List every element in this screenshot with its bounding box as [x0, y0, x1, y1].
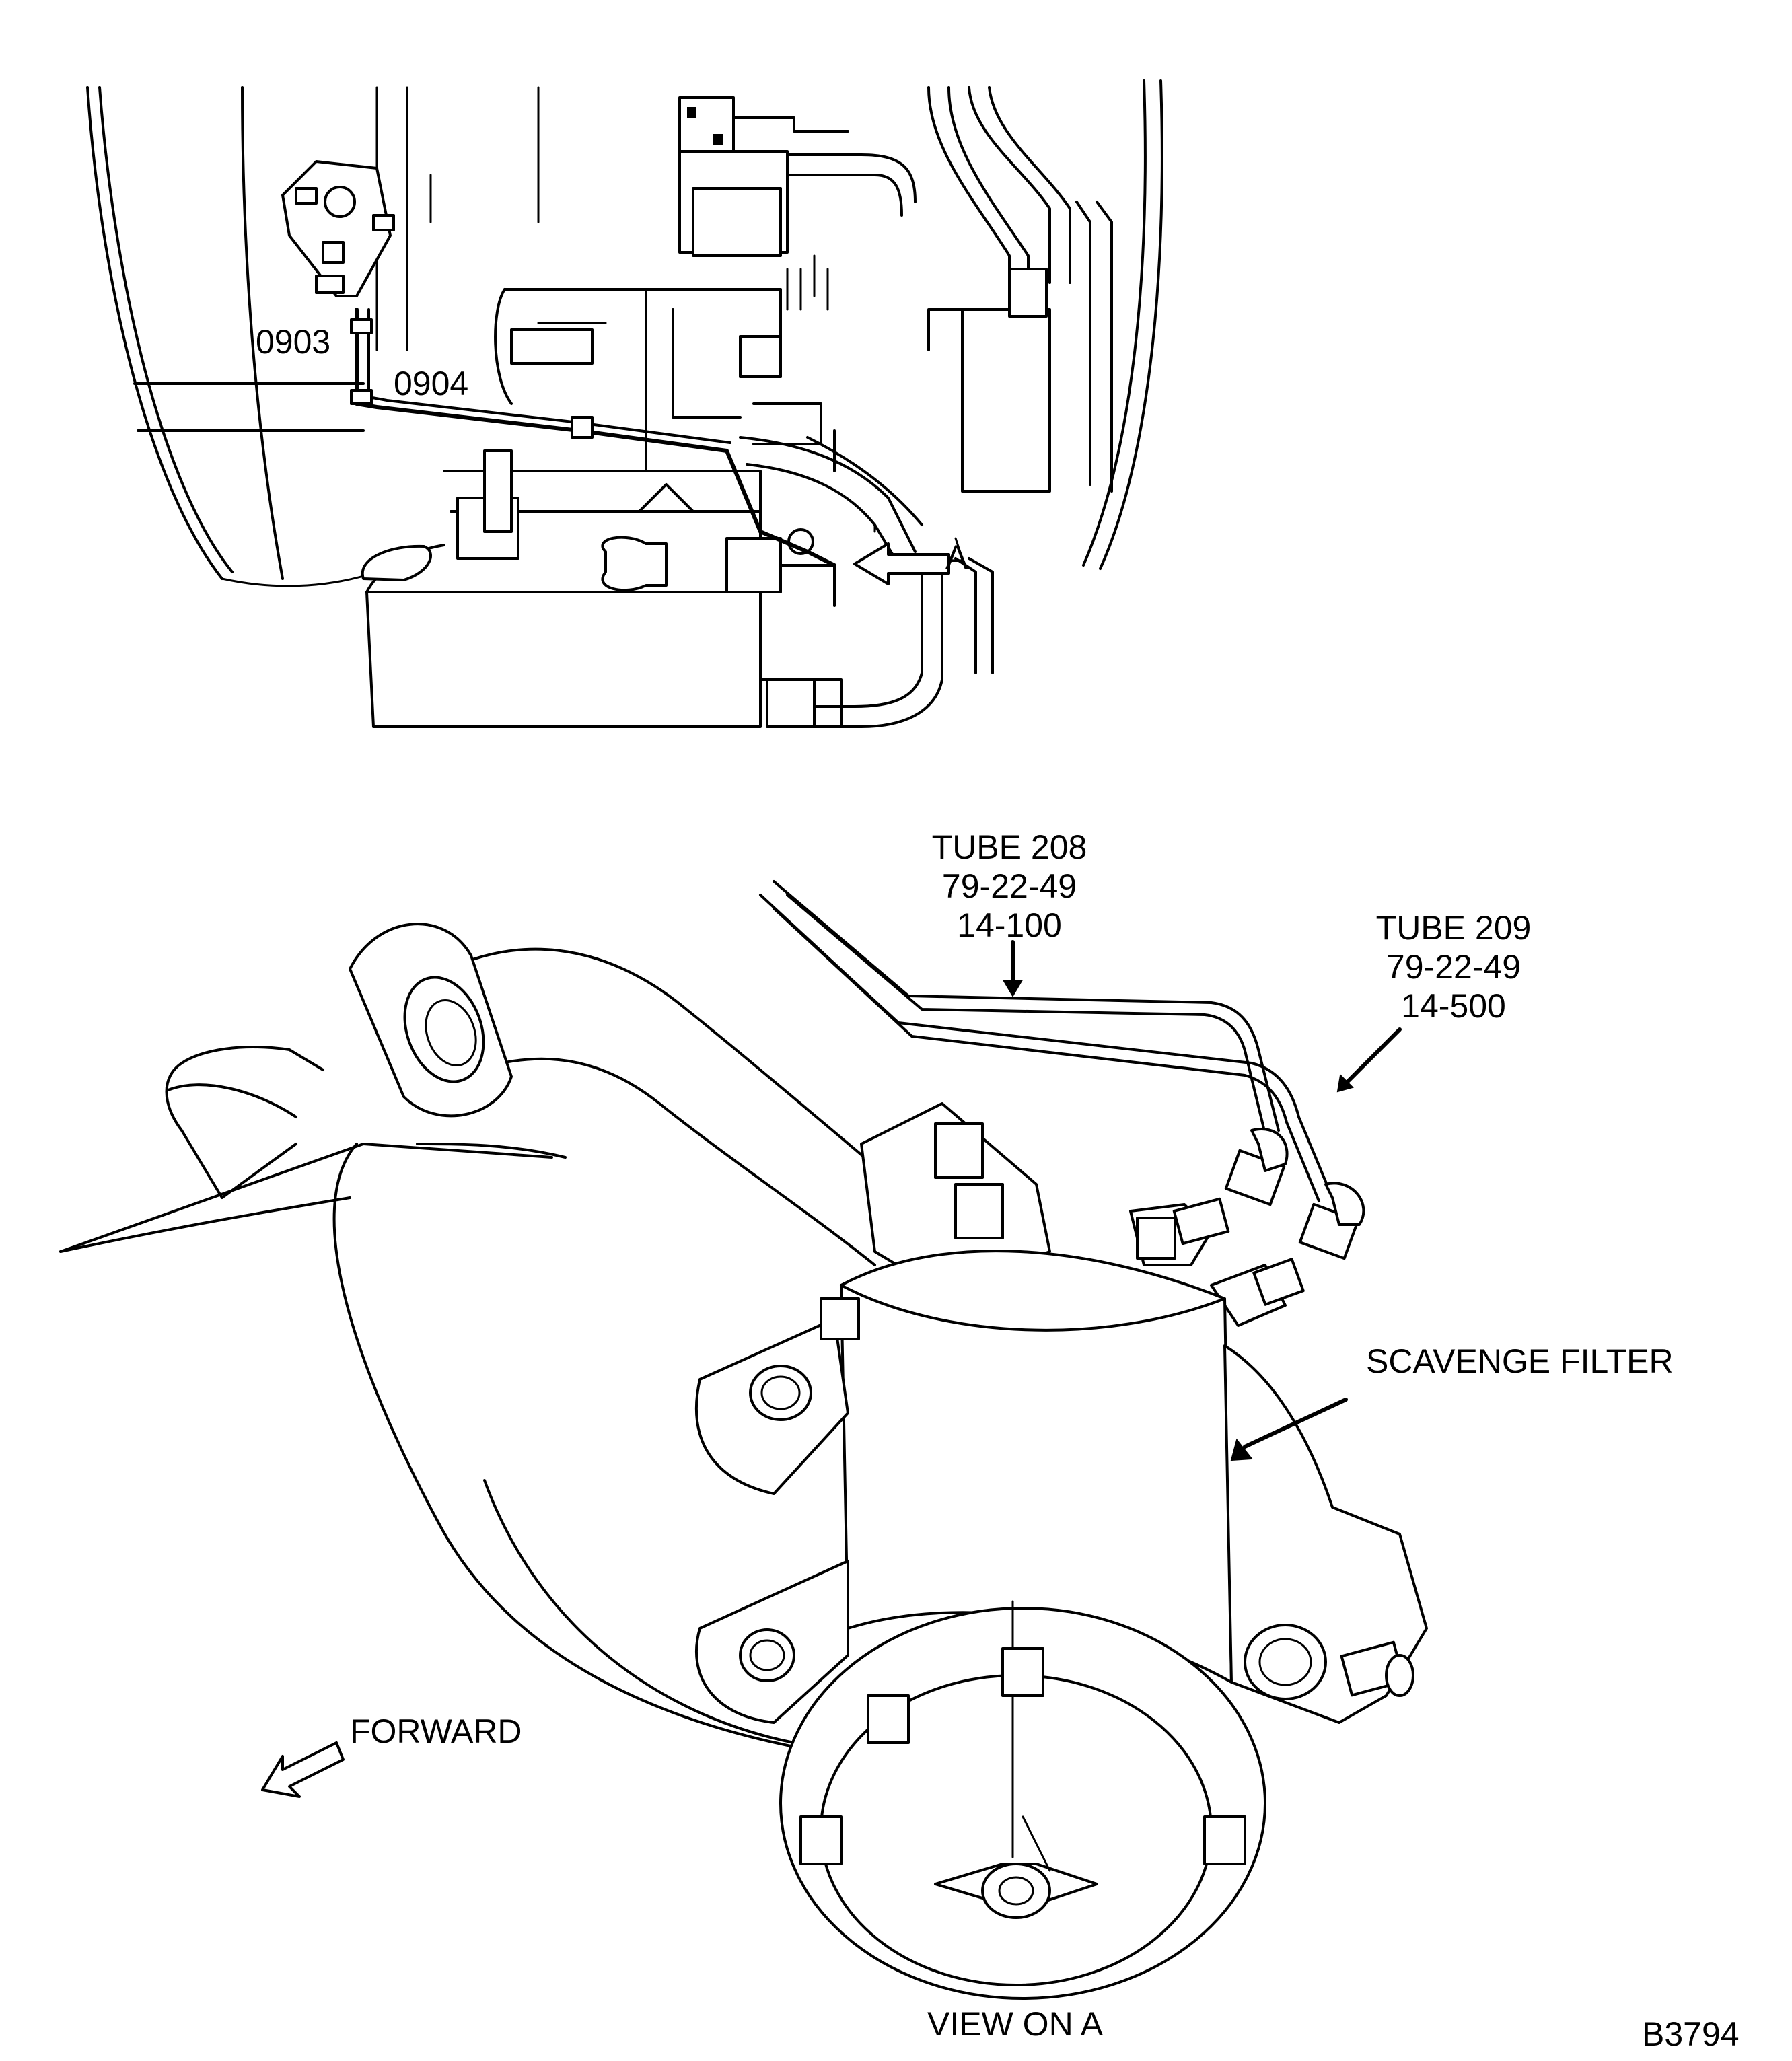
- tube-209-ref: 79-22-49: [1386, 948, 1521, 986]
- figure-id: B3794: [1642, 2015, 1740, 2053]
- tube-209-name: TUBE 209: [1375, 909, 1532, 947]
- tube-208-ref: 79-22-49: [941, 867, 1077, 905]
- tube-209-item: 14-500: [1401, 987, 1506, 1025]
- view-on-a-detail: [59, 880, 1428, 2000]
- tube-208-item: 14-100: [957, 906, 1062, 944]
- callout-0904: 0904: [394, 365, 469, 402]
- forward-label: FORWARD: [350, 1712, 522, 1750]
- callout-0903: 0903: [256, 323, 331, 361]
- tube-208-label: TUBE 208 79-22-49 14-100: [902, 828, 1117, 945]
- tube-208-name: TUBE 208: [931, 828, 1087, 866]
- tube-209-label: TUBE 209 79-22-49 14-500: [1346, 908, 1561, 1025]
- forward-arrow-icon: [261, 1741, 345, 1798]
- engine-installation-view: [86, 79, 1163, 728]
- scavenge-filter-label: SCAVENGE FILTER: [1366, 1342, 1674, 1380]
- view-letter-a: A: [945, 538, 968, 576]
- view-caption: VIEW ON A: [927, 2005, 1104, 2043]
- view-direction-arrow-icon: [853, 542, 950, 585]
- cover-bolts: [799, 1217, 1246, 1865]
